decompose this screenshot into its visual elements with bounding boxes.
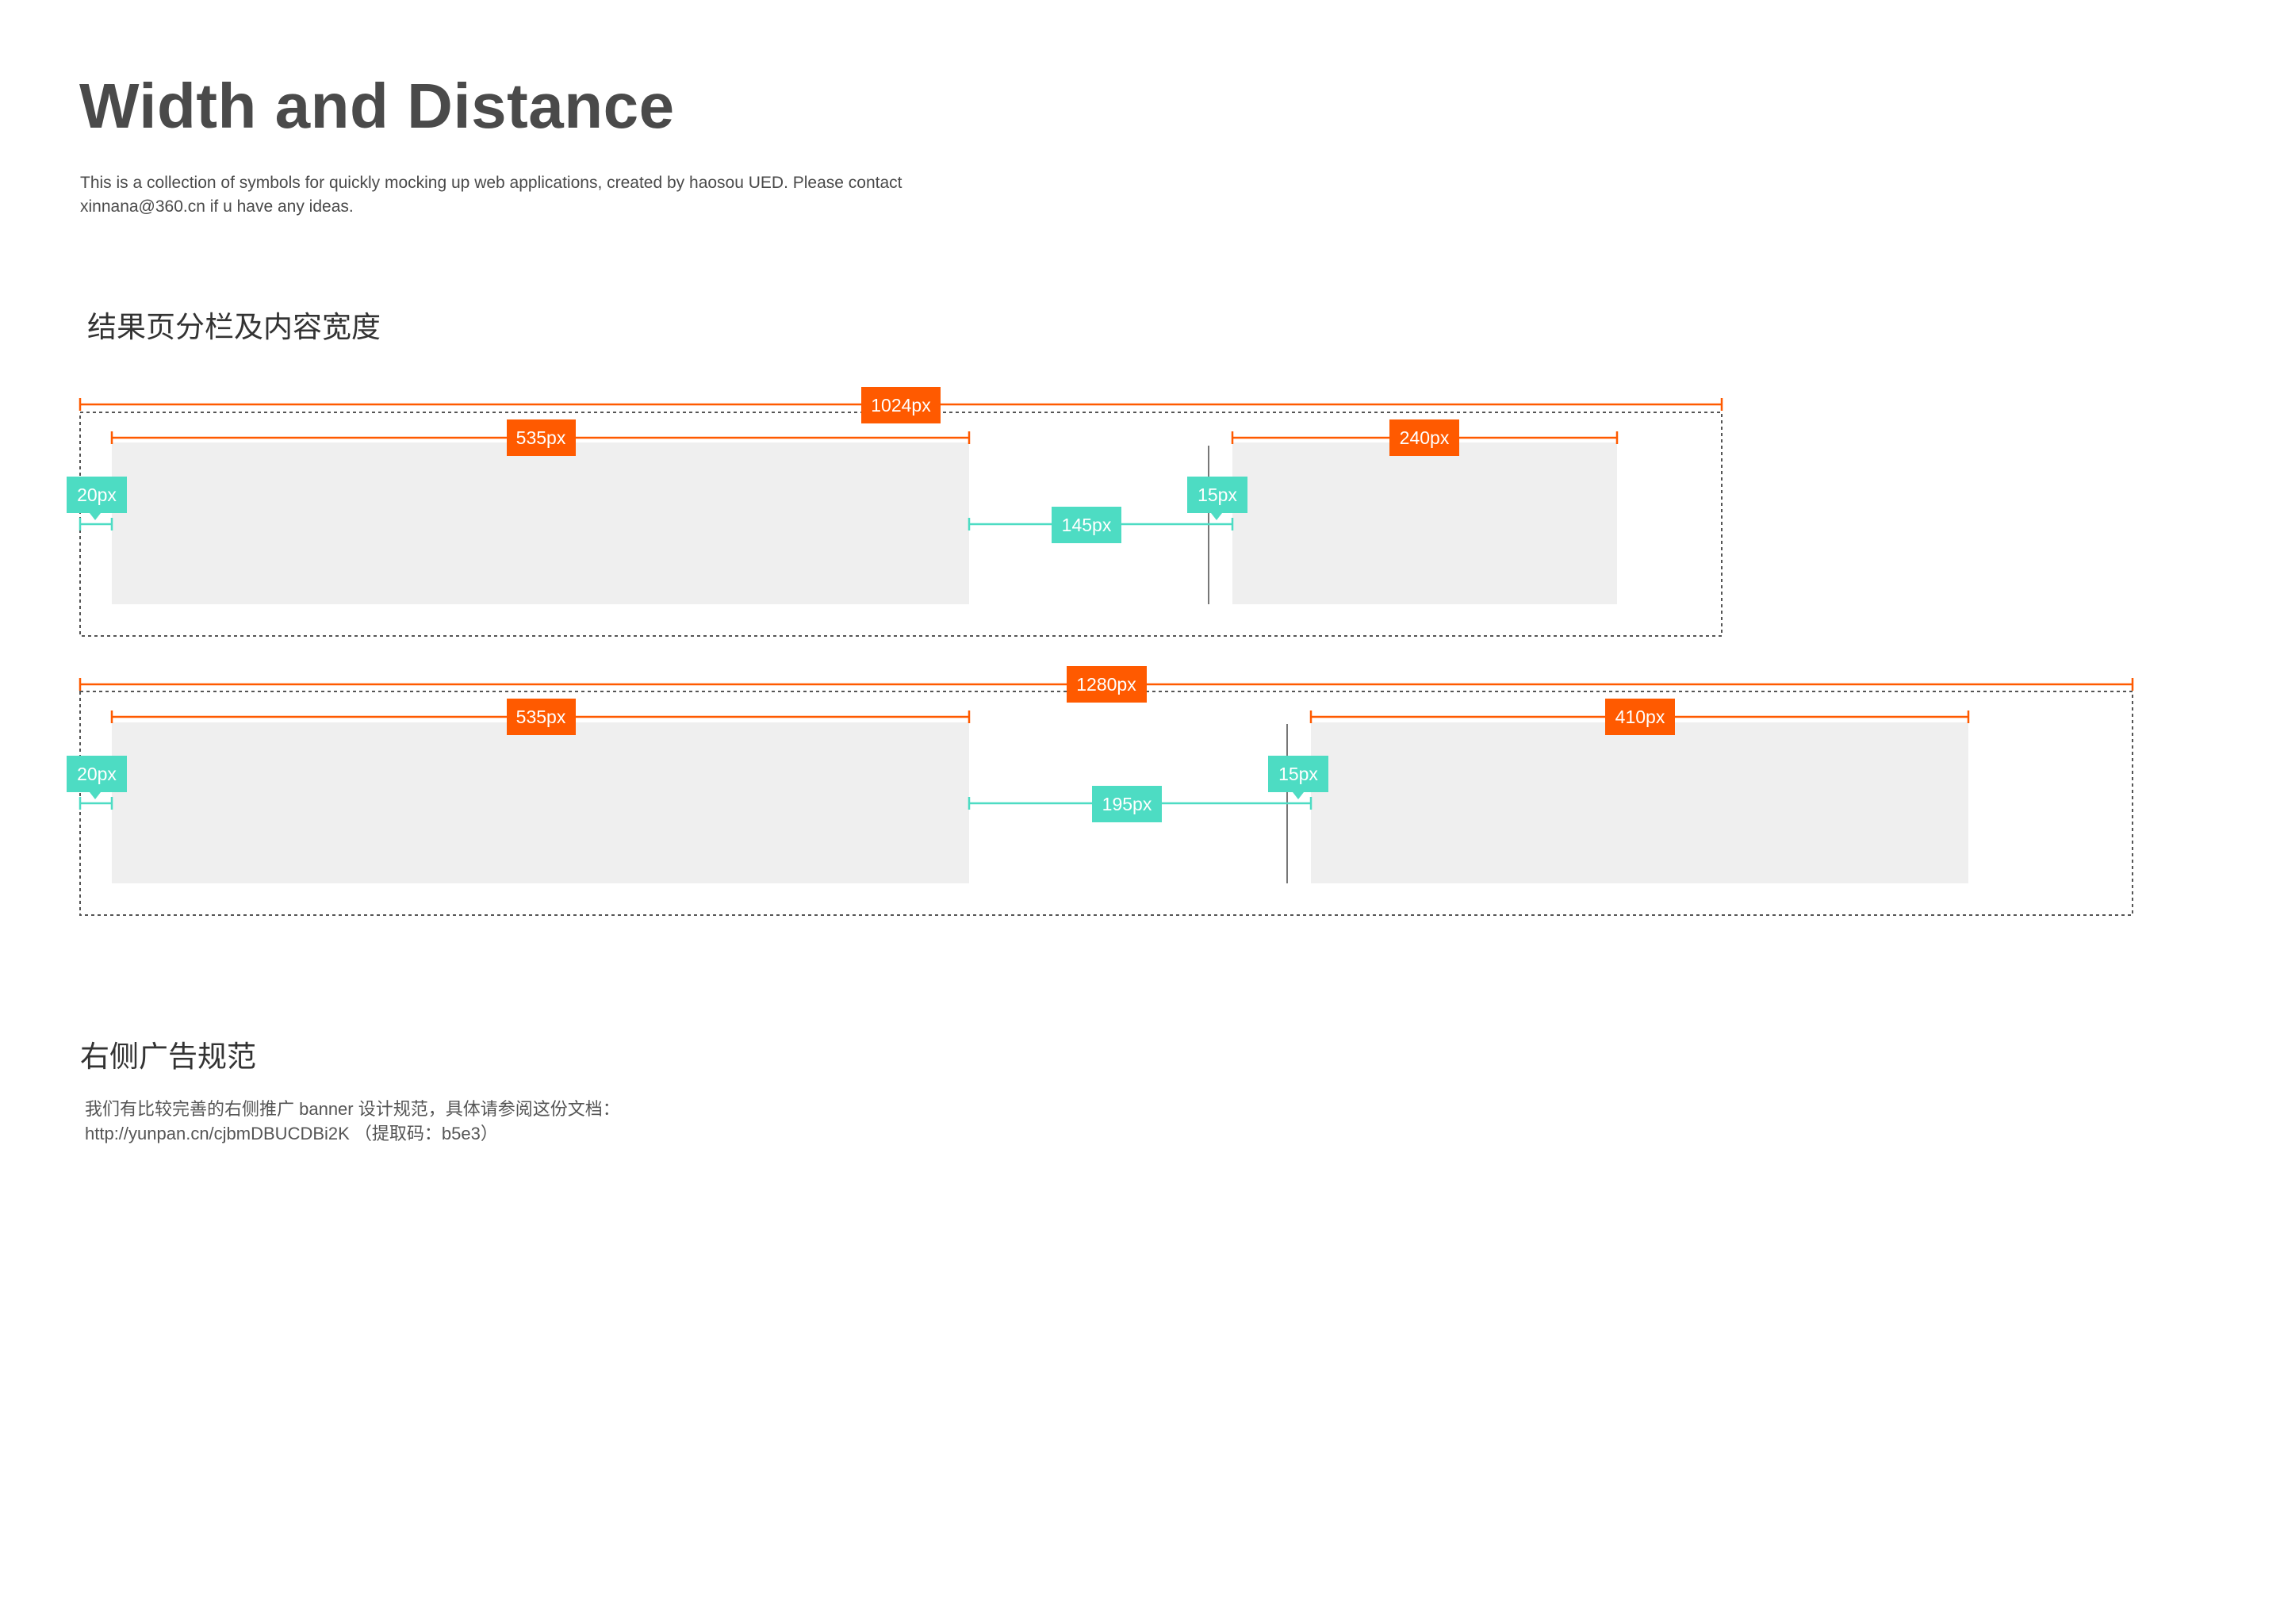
- left-margin-badge-1280: [67, 756, 127, 792]
- main-width-badge-1280: [507, 699, 576, 735]
- ads-spec-text: 我们有比较完善的右侧推广 banner 设计规范，具体请参阅这份文档： http…: [85, 1097, 620, 1146]
- container-width-label-1024: 1024px: [871, 395, 931, 416]
- section-title-ads: 右侧广告规范: [80, 1040, 256, 1073]
- gap-label-1024: 145px: [1062, 515, 1112, 535]
- gap-badge-1280: [1092, 786, 1162, 822]
- layout-diagram-1024: 1024px 535px 240px 20px 145px 15px: [67, 387, 1723, 637]
- side-column-block-1024: [1232, 442, 1617, 604]
- side-width-label-1024: 240px: [1400, 427, 1450, 448]
- description-line-2: xinnana@360.cn if u have any ideas.: [80, 197, 354, 216]
- gap-badge-1024: [1052, 507, 1121, 543]
- side-width-badge-1024: [1389, 419, 1459, 456]
- description-line-1: This is a collection of symbols for quic…: [80, 174, 902, 192]
- main-width-badge-1024: [507, 419, 576, 456]
- gap-label-1280: 195px: [1102, 794, 1152, 814]
- layout-diagram-1280: 1280px 535px 410px 20px 195px 15px: [67, 666, 2134, 916]
- container-width-badge-1024: [861, 387, 941, 423]
- side-margin-badge-1280: [1268, 756, 1328, 792]
- container-width-badge-1280: [1067, 666, 1147, 703]
- container-outline-1280: [79, 691, 2133, 916]
- section-title-layout: 结果页分栏及内容宽度: [87, 311, 381, 343]
- ads-spec-line-1: 我们有比较完善的右侧推广 banner 设计规范，具体请参阅这份文档：: [85, 1099, 620, 1119]
- container-width-label-1280: 1280px: [1076, 674, 1136, 695]
- side-margin-badge-1024: [1187, 477, 1247, 513]
- main-column-block-1280: [112, 722, 969, 883]
- left-margin-label-1024: 20px: [77, 485, 117, 505]
- side-column-block-1280: [1311, 722, 1968, 883]
- side-width-label-1280: 410px: [1615, 707, 1665, 727]
- side-margin-label-1280: 15px: [1278, 764, 1318, 784]
- main-width-label-1280: 535px: [516, 707, 566, 727]
- side-margin-label-1024: 15px: [1198, 485, 1237, 505]
- page-title: Width and Distance: [79, 71, 675, 141]
- left-margin-label-1280: 20px: [77, 764, 117, 784]
- main-column-block-1024: [112, 442, 969, 604]
- side-width-badge-1280: [1605, 699, 1675, 735]
- left-margin-badge-1024: [67, 477, 127, 513]
- page-description: This is a collection of symbols for quic…: [80, 171, 1000, 219]
- ads-spec-link[interactable]: http://yunpan.cn/cjbmDBUCDBi2K （提取码：b5e3…: [85, 1124, 498, 1143]
- main-width-label-1024: 535px: [516, 427, 566, 448]
